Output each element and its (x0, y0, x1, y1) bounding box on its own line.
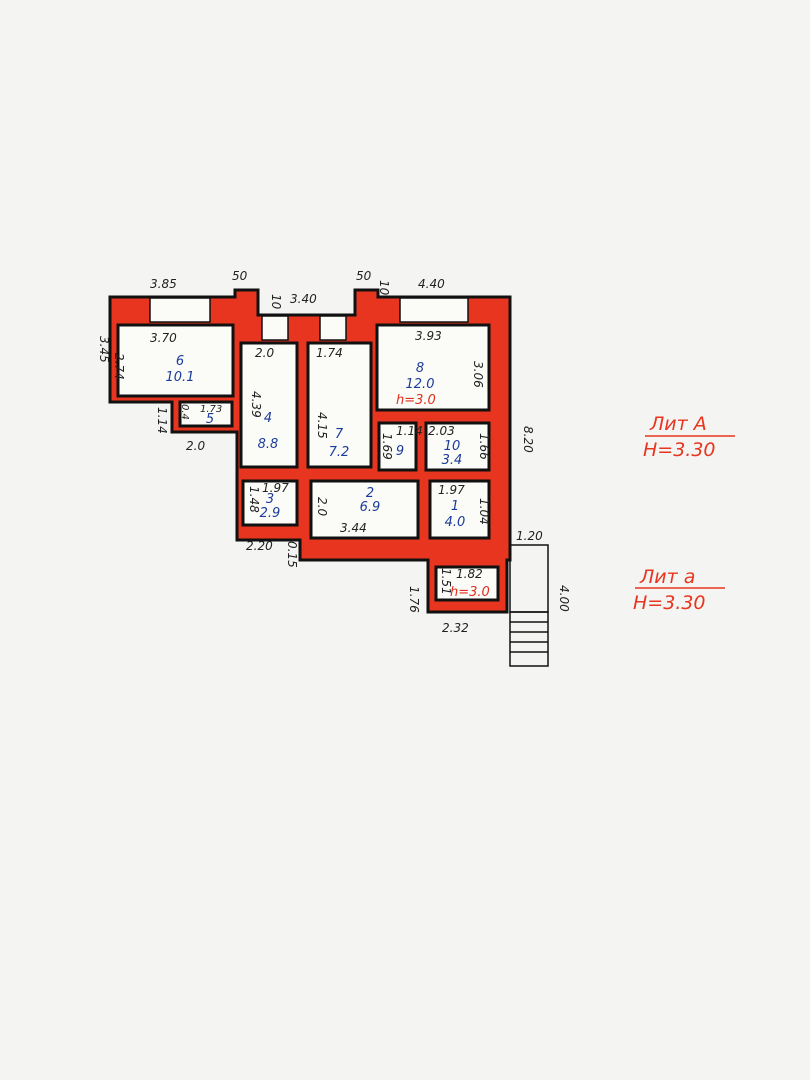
room-7 (306, 341, 373, 469)
svg-text:Лит А: Лит А (649, 413, 707, 435)
room-3-number: 3 (266, 492, 274, 507)
room-11 (434, 565, 500, 602)
room-10-number: 10 (444, 439, 461, 454)
room-5-number: 5 (206, 412, 214, 427)
window (399, 297, 469, 323)
room-3-area: 2.9 (260, 506, 281, 521)
annotation-lit-a-annex: Лит а H=3.30 (633, 566, 725, 614)
svg-text:1.97: 1.97 (438, 483, 465, 497)
svg-text:1.76: 1.76 (407, 586, 421, 613)
svg-text:3.85: 3.85 (150, 277, 177, 291)
svg-text:3.06: 3.06 (471, 361, 485, 388)
svg-text:4.39: 4.39 (249, 391, 263, 418)
svg-text:50: 50 (356, 269, 372, 283)
svg-text:1.14: 1.14 (155, 407, 169, 434)
room-2-area: 6.9 (360, 500, 381, 515)
svg-text:3.70: 3.70 (150, 331, 177, 345)
svg-text:1.48: 1.48 (247, 486, 261, 513)
svg-text:1.04: 1.04 (477, 498, 491, 525)
room-10 (424, 421, 491, 472)
room-5-length: 0.4 (179, 404, 190, 420)
svg-text:H=3.30: H=3.30 (643, 439, 716, 461)
svg-text:2.20: 2.20 (246, 539, 273, 553)
svg-text:1.82: 1.82 (456, 567, 483, 581)
window (261, 315, 289, 341)
svg-text:H=3.30: H=3.30 (633, 592, 706, 614)
svg-text:1.51: 1.51 (439, 568, 453, 595)
svg-text:10: 10 (377, 280, 391, 296)
window (319, 315, 347, 341)
room-3 (241, 479, 299, 527)
stairs (509, 611, 549, 667)
svg-text:8.20: 8.20 (521, 426, 535, 453)
room-8-height: h=3.0 (396, 393, 436, 408)
porch (509, 544, 549, 613)
room-6-area: 10.1 (166, 370, 195, 385)
svg-text:1.97: 1.97 (262, 481, 289, 495)
room-4 (239, 341, 299, 469)
svg-text:0.15: 0.15 (285, 541, 299, 568)
svg-text:2.0: 2.0 (255, 346, 274, 360)
svg-text:1.74: 1.74 (316, 346, 343, 360)
svg-text:3.44: 3.44 (340, 521, 367, 535)
svg-text:4.40: 4.40 (418, 277, 445, 291)
svg-text:4.00: 4.00 (557, 585, 571, 612)
svg-text:50: 50 (232, 269, 248, 283)
room-1-number: 1 (451, 499, 459, 514)
room-4-number: 4 (264, 411, 272, 426)
room-8 (375, 323, 491, 412)
svg-text:2.03: 2.03 (428, 424, 455, 438)
svg-text:1.14: 1.14 (396, 424, 423, 438)
svg-text:1.20: 1.20 (516, 529, 543, 543)
annotation-lit-a-main: Лит А H=3.30 (643, 413, 735, 461)
vestibule-height: h=3.0 (450, 585, 490, 600)
room-6-number: 6 (176, 354, 184, 369)
outer-dimensions: 3.85 50 10 3.40 50 10 4.40 3.45 1.14 2.0… (97, 269, 571, 635)
room-5 (178, 400, 234, 428)
svg-text:3.93: 3.93 (415, 329, 442, 343)
room-2-number: 2 (366, 486, 374, 501)
svg-text:3.45: 3.45 (97, 336, 111, 363)
svg-text:10: 10 (269, 294, 283, 310)
room-9 (377, 421, 418, 472)
svg-text:2.0: 2.0 (186, 439, 205, 453)
room-8-area: 12.0 (406, 377, 435, 392)
svg-text:Лит а: Лит а (639, 566, 695, 588)
room-2 (309, 479, 420, 540)
svg-text:2.0: 2.0 (315, 497, 329, 516)
room-dimensions: 3.70 2.74 1.73 0.4 2.0 4.39 1.74 4.15 3.… (112, 329, 491, 600)
room-7-number: 7 (335, 427, 344, 442)
svg-text:1.66: 1.66 (477, 433, 491, 460)
room-1-area: 4.0 (445, 515, 466, 530)
svg-text:2.74: 2.74 (112, 353, 126, 380)
room-6 (116, 323, 235, 398)
room-7-area: 7.2 (329, 445, 350, 460)
svg-text:3.40: 3.40 (290, 292, 317, 306)
room-1 (428, 479, 491, 540)
svg-text:1.69: 1.69 (380, 433, 394, 460)
svg-text:2.32: 2.32 (442, 621, 469, 635)
room-labels: 6 10.1 5 4 8.8 7 7.2 8 12.0 9 10 3.4 3 2… (166, 354, 466, 530)
room-8-number: 8 (416, 361, 424, 376)
window (149, 297, 211, 323)
room-10-area: 3.4 (442, 453, 463, 468)
room-5-width: 1.73 (200, 404, 222, 415)
room-9-number: 9 (396, 444, 404, 459)
room-4-area: 8.8 (258, 437, 279, 452)
svg-text:4.15: 4.15 (315, 412, 329, 439)
